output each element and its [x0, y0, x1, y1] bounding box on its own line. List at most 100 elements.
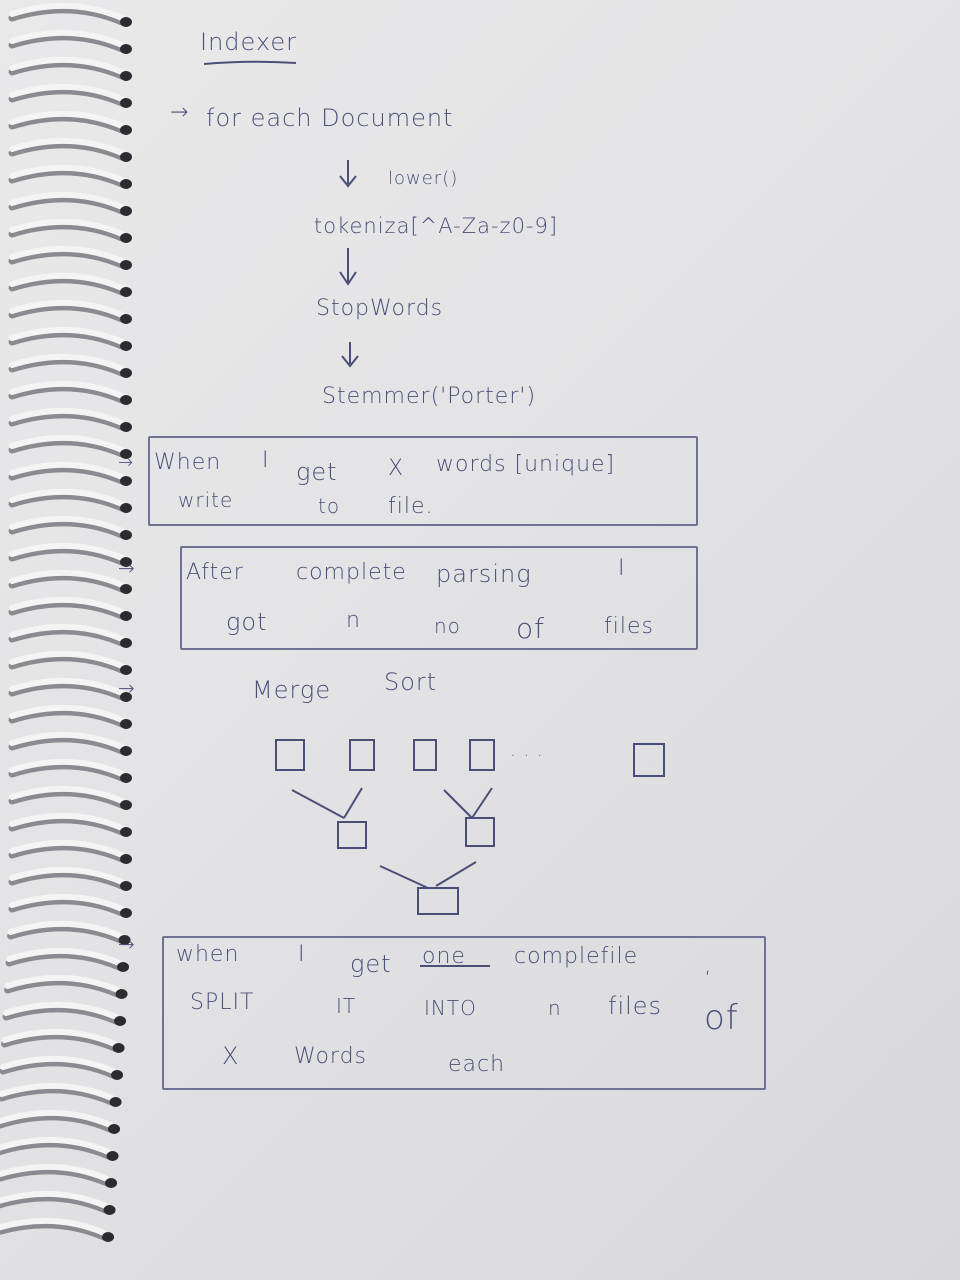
- spiral-ring: [9, 380, 125, 399]
- note-box-parsing: [180, 546, 698, 650]
- spiral-ring: [1, 1028, 118, 1047]
- box3-x: X: [222, 1042, 240, 1070]
- spiral-ring-shadow: [0, 1086, 116, 1106]
- box1-get: get: [296, 458, 338, 486]
- spiral-hole: [120, 827, 132, 837]
- spiral-ring: [0, 1163, 111, 1182]
- spiral-ring-shadow: [0, 1194, 110, 1214]
- spiral-ring: [9, 353, 125, 372]
- spiral-ring: [0, 1082, 115, 1101]
- spiral-ring: [9, 326, 125, 345]
- step-stopwords: StopWords: [316, 296, 444, 321]
- spiral-ring-shadow: [5, 951, 123, 971]
- spiral-ring-shadow: [8, 465, 126, 485]
- spiral-ring: [9, 110, 125, 129]
- spiral-ring: [9, 731, 125, 750]
- ellipsis: . . .: [510, 740, 544, 761]
- spiral-ring: [0, 1190, 109, 1209]
- spiral-hole: [120, 530, 132, 540]
- box1-when: When: [154, 450, 222, 475]
- box1-i: I: [262, 448, 270, 473]
- box3-it: IT: [336, 994, 357, 1018]
- flow-arrow-icon: →: [118, 556, 136, 580]
- spiral-ring: [9, 623, 125, 642]
- spiral-hole: [120, 314, 132, 324]
- spiral-ring: [6, 947, 123, 966]
- spiral-ring-shadow: [8, 762, 126, 782]
- flow-arrow-icon: →: [170, 100, 190, 125]
- spiral-ring-shadow: [8, 681, 126, 701]
- spiral-ring: [9, 191, 125, 210]
- spiral-hole: [120, 17, 132, 27]
- spiral-ring-shadow: [8, 249, 126, 269]
- box2-n: n: [346, 608, 361, 633]
- box3-each: each: [448, 1052, 506, 1077]
- box2-of: of: [516, 612, 545, 645]
- spiral-ring-shadow: [0, 1221, 108, 1241]
- spiral-hole: [111, 1070, 124, 1080]
- spiral-ring: [9, 164, 125, 183]
- spiral-hole: [120, 638, 132, 648]
- spiral-ring: [9, 434, 125, 453]
- spiral-hole: [120, 152, 132, 162]
- spiral-hole: [120, 665, 132, 675]
- spiral-ring: [9, 677, 125, 696]
- spiral-ring-shadow: [8, 600, 126, 620]
- spiral-ring-shadow: [8, 870, 126, 890]
- box3-n: n: [548, 996, 562, 1020]
- spiral-hole: [117, 962, 130, 972]
- spiral-ring-shadow: [8, 384, 126, 404]
- spiral-ring: [9, 272, 125, 291]
- spiral-ring: [9, 812, 125, 831]
- spiral-ring: [9, 839, 125, 858]
- spiral-ring-shadow: [1, 1032, 119, 1052]
- box2-no: no: [434, 614, 461, 638]
- spiral-ring: [9, 488, 125, 507]
- spiral-hole: [109, 1097, 122, 1107]
- spiral-ring-shadow: [8, 168, 126, 188]
- spiral-ring-shadow: [0, 1113, 114, 1133]
- box2-files: files: [604, 614, 654, 639]
- spiral-hole: [120, 557, 132, 567]
- spiral-hole: [120, 44, 132, 54]
- spiral-ring: [9, 407, 125, 426]
- spiral-ring-shadow: [2, 1005, 120, 1025]
- spiral-ring: [0, 1055, 117, 1074]
- box1-write: write: [178, 488, 234, 512]
- spiral-ring: [4, 974, 121, 993]
- spiral-hole: [120, 179, 132, 189]
- spiral-ring: [0, 1136, 112, 1155]
- spiral-hole: [120, 773, 132, 783]
- spiral-ring-shadow: [8, 708, 126, 728]
- note-box-split: [162, 936, 766, 1090]
- box2-complete: complete: [296, 560, 407, 585]
- box2-i: I: [618, 556, 626, 581]
- merge-label: Merge: [252, 676, 332, 704]
- spiral-ring: [9, 785, 125, 804]
- box2-parsing: parsing: [436, 560, 532, 588]
- spiral-hole: [120, 287, 132, 297]
- spiral-hole: [102, 1232, 115, 1242]
- spiral-hole: [120, 206, 132, 216]
- spiral-hole: [114, 1016, 127, 1026]
- spiral-hole: [120, 854, 132, 864]
- spiral-ring-shadow: [8, 6, 126, 26]
- spiral-ring-shadow: [8, 627, 126, 647]
- spiral-ring: [9, 299, 125, 318]
- step-tokenize: tokeniza[^A-Za-z0-9]: [314, 214, 559, 238]
- spiral-ring-shadow: [8, 276, 126, 296]
- box3-into: INTO: [424, 996, 477, 1020]
- spiral-hole: [115, 989, 128, 999]
- spiral-hole: [106, 1151, 119, 1161]
- spiral-hole: [105, 1178, 118, 1188]
- box2-after: After: [186, 560, 244, 585]
- file-squares: [275, 739, 665, 915]
- spiral-ring-shadow: [8, 816, 126, 836]
- spiral-hole: [120, 368, 132, 378]
- spiral-hole: [120, 881, 132, 891]
- box1-x: X: [388, 456, 405, 481]
- spiral-ring: [9, 596, 125, 615]
- spiral-ring: [0, 1217, 108, 1236]
